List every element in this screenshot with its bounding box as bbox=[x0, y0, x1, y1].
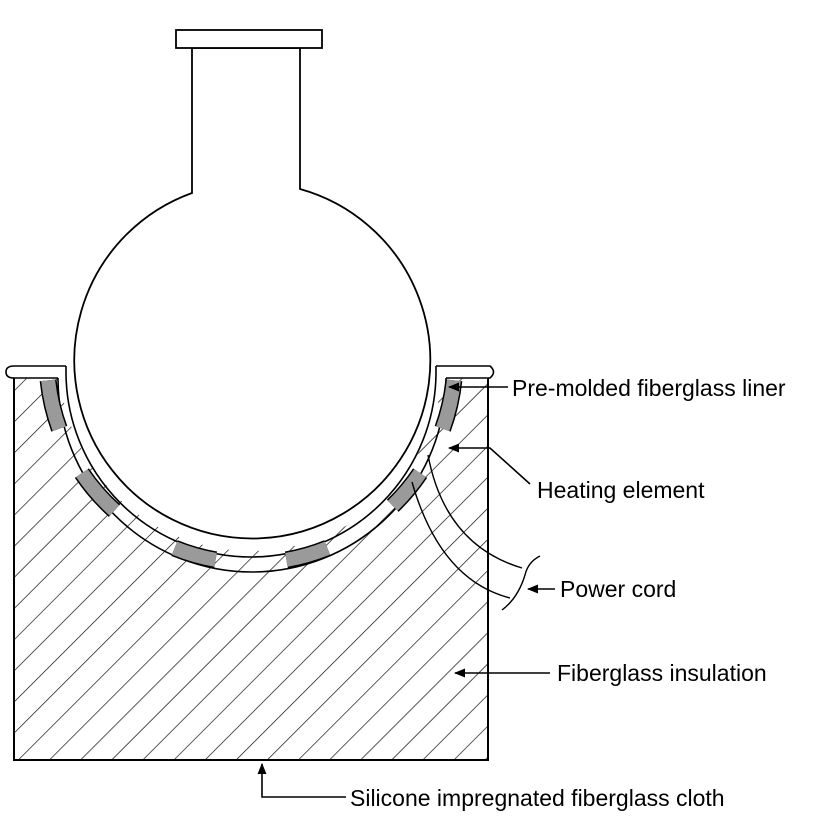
power-cord bbox=[411, 454, 541, 611]
heating-element-segment bbox=[76, 469, 120, 516]
heating-element-segment bbox=[436, 379, 461, 432]
fiberglass-liner bbox=[5, 365, 495, 573]
heating-element-segment bbox=[171, 541, 217, 567]
label-cloth: Silicone impregnated fiberglass cloth bbox=[350, 785, 725, 811]
label-liner: Pre-molded fiberglass liner bbox=[512, 375, 786, 401]
label-heating-element: Heating element bbox=[537, 477, 705, 503]
label-power-cord: Power cord bbox=[560, 576, 676, 602]
callout-lines bbox=[257, 382, 555, 798]
heating-element-segment bbox=[285, 541, 331, 567]
round-bottom-flask bbox=[73, 29, 432, 540]
heating-element-segment bbox=[387, 469, 426, 511]
heating-element-segment bbox=[41, 379, 66, 432]
label-insulation: Fiberglass insulation bbox=[557, 660, 767, 686]
heating-element-segments bbox=[39, 379, 463, 569]
